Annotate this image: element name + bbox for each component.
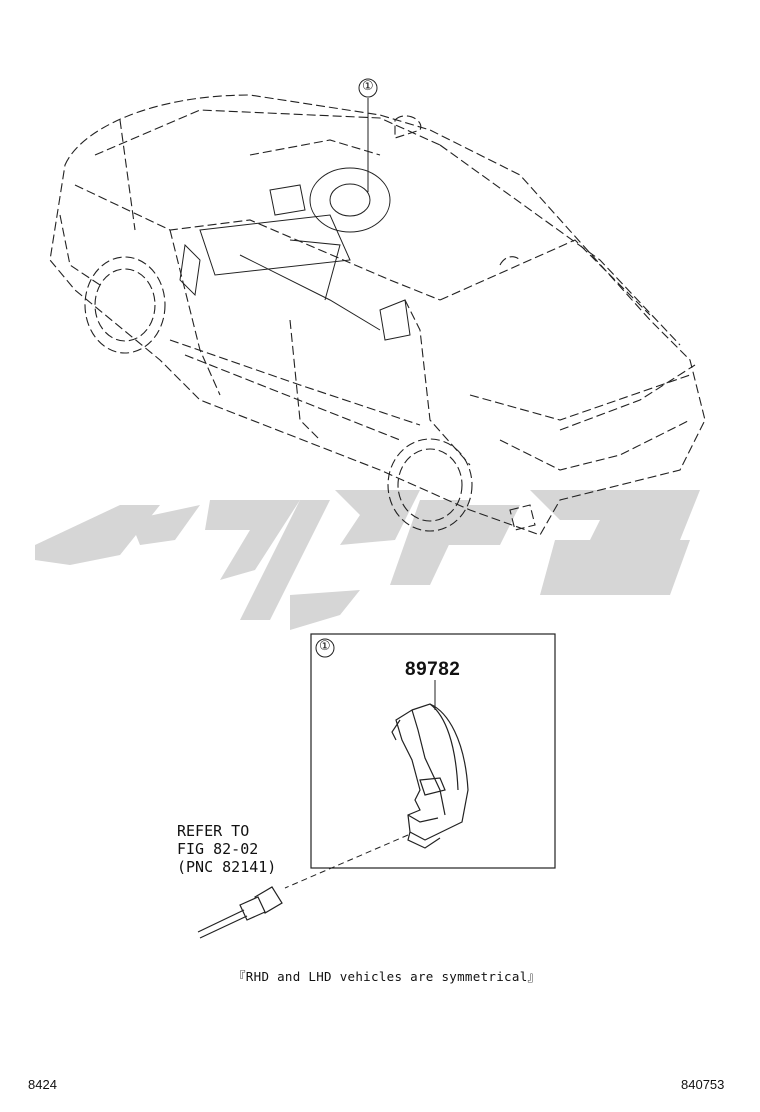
detail-box bbox=[310, 633, 556, 869]
part-number-label[interactable]: 89782 bbox=[405, 659, 461, 680]
symmetry-note: 『RHD and LHD vehicles are symmetrical』 bbox=[233, 969, 541, 984]
refer-to-note[interactable]: REFER TO FIG 82-02 (PNC 82141) bbox=[177, 822, 276, 876]
detail-circle bbox=[315, 638, 335, 658]
detail-marker: ① bbox=[319, 639, 331, 654]
refer-line-3: (PNC 82141) bbox=[177, 858, 277, 876]
page-code-right: 840753 bbox=[681, 1077, 725, 1092]
callout-circle bbox=[358, 78, 378, 98]
callout-marker: ① bbox=[362, 79, 374, 94]
refer-line-2: FIG 82-02 bbox=[177, 840, 259, 858]
part-89782-drawing bbox=[391, 703, 469, 849]
vehicle-interior bbox=[179, 167, 411, 341]
watermark bbox=[35, 490, 700, 630]
refer-line-1: REFER TO bbox=[177, 822, 250, 840]
page-code-left: 8424 bbox=[28, 1077, 57, 1092]
connector-dashed-line bbox=[284, 834, 409, 889]
vehicle-outline bbox=[49, 94, 706, 536]
harness-connector bbox=[197, 886, 283, 939]
